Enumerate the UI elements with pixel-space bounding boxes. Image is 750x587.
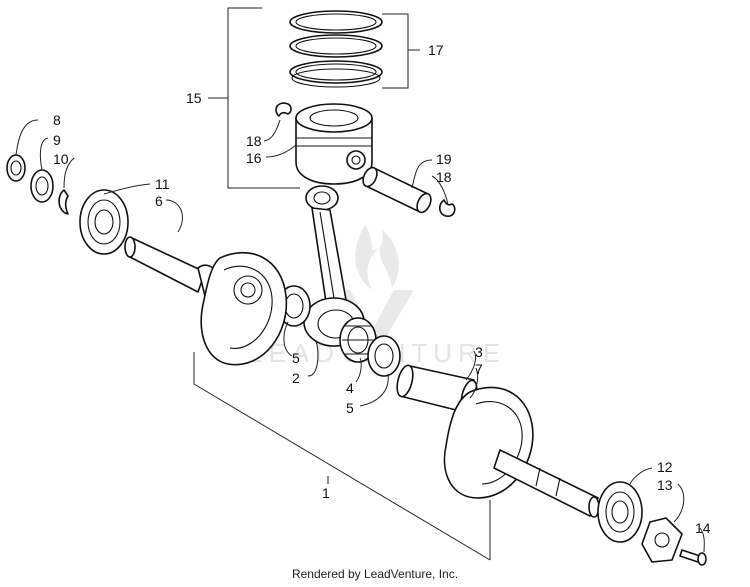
bracket-17	[382, 13, 420, 89]
callout-16: 16	[246, 150, 262, 166]
crank-pin	[396, 364, 478, 413]
callout-11: 11	[155, 176, 170, 192]
callout-9: 9	[53, 132, 61, 148]
piston-rings	[289, 10, 383, 88]
callout-5-left: 5	[292, 350, 300, 366]
bearing-small-left	[30, 169, 54, 203]
piston-pin	[362, 166, 432, 214]
callout-19: 19	[436, 151, 452, 167]
callout-18-lower: 18	[436, 169, 452, 185]
callout-18-upper: 18	[246, 133, 262, 149]
bracket-1	[193, 352, 491, 561]
callout-5-right: 5	[346, 400, 354, 416]
oil-seal-left	[6, 154, 26, 182]
crank-half-right	[443, 386, 600, 518]
callout-10: 10	[53, 151, 69, 167]
snap-ring-left	[58, 189, 69, 215]
callout-1: 1	[322, 485, 330, 501]
callout-8: 8	[53, 112, 61, 128]
main-bearing-right	[597, 481, 643, 543]
callout-labels: 1 2 3 4 5 5 6 7 8 9 10 11 12 13 14 15 16…	[53, 42, 711, 536]
piston	[295, 103, 373, 185]
footer-credit: Rendered by LeadVenture, Inc.	[291, 567, 459, 581]
callout-2: 2	[292, 370, 300, 386]
leader-lines	[15, 119, 705, 553]
circlip-upper	[275, 102, 292, 117]
callout-15: 15	[186, 90, 202, 106]
callout-14: 14	[695, 520, 711, 536]
callout-17: 17	[428, 42, 444, 58]
bearing-retainer-plate	[641, 517, 683, 563]
callout-7: 7	[475, 361, 483, 377]
main-bearing-left	[79, 189, 129, 255]
callout-13: 13	[657, 477, 673, 493]
bracket-15	[208, 7, 300, 189]
callout-6: 6	[155, 193, 163, 209]
callout-12: 12	[657, 459, 673, 475]
thrust-washer-right	[367, 335, 401, 377]
circlip-lower	[438, 199, 456, 217]
crank-half-left	[124, 236, 288, 366]
callout-4: 4	[346, 380, 354, 396]
callout-3: 3	[475, 344, 483, 360]
retainer-screw	[679, 549, 707, 566]
